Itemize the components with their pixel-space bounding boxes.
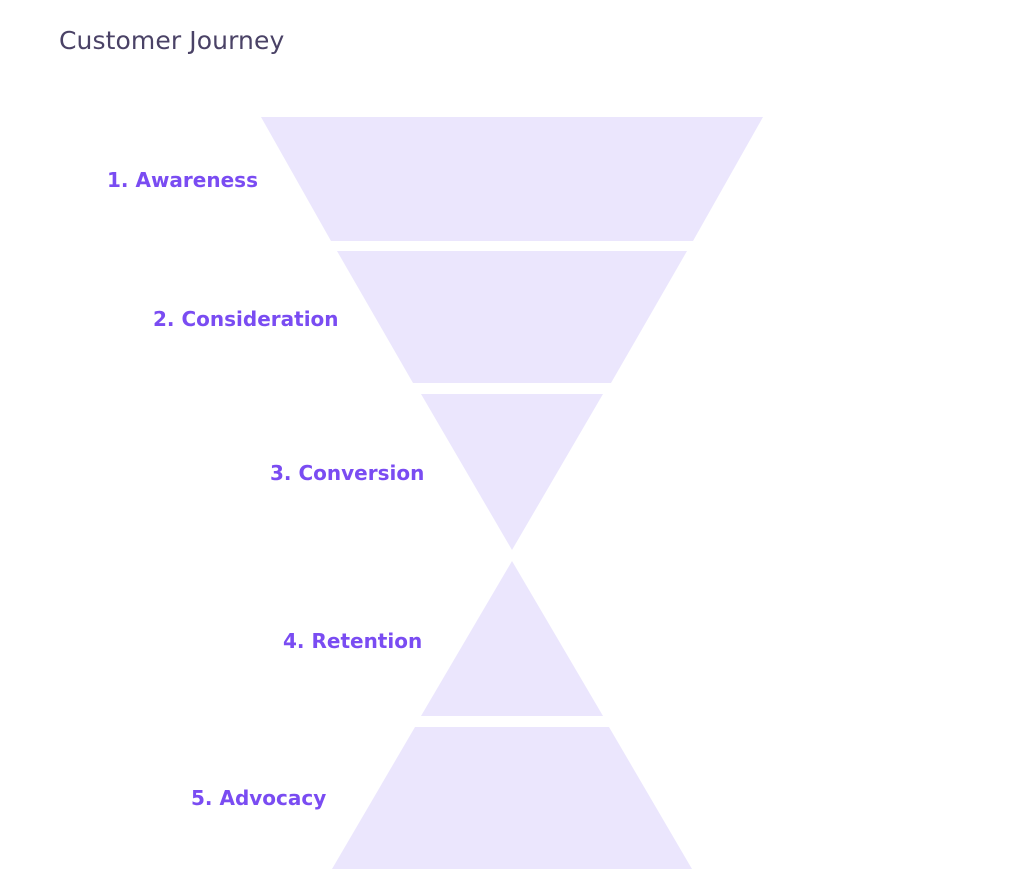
stage-2-label: 2. Consideration (153, 307, 339, 331)
stage-1-label: 1. Awareness (107, 168, 258, 192)
stage-5-label: 5. Advocacy (191, 786, 327, 810)
stage-3-shape (421, 394, 603, 550)
stage-3-label: 3. Conversion (270, 461, 425, 485)
page-title: Customer Journey (59, 26, 285, 55)
stage-4-label: 4. Retention (283, 629, 423, 653)
stage-2-shape (337, 251, 687, 383)
stage-1-shape (261, 117, 763, 241)
stage-4-shape (421, 561, 603, 716)
stage-5-shape (332, 727, 692, 869)
